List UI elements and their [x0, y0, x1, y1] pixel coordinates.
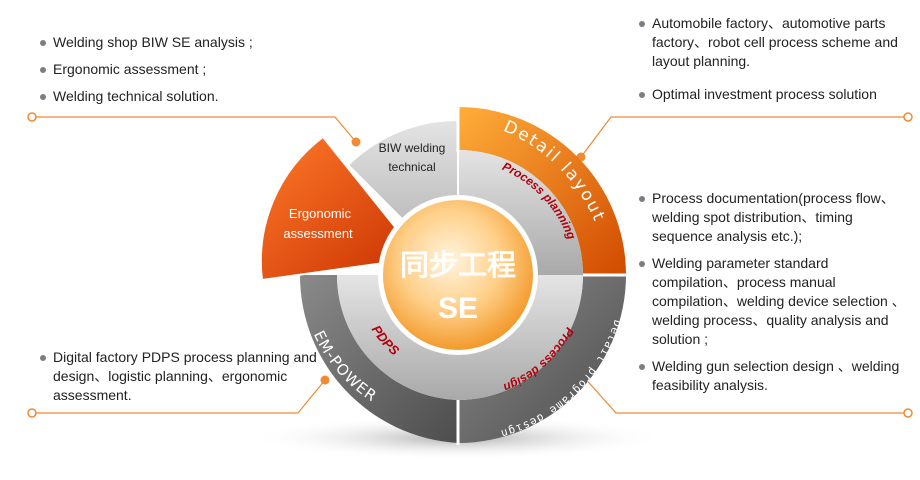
note-item: Automobile factory、automotive parts fact… [637, 14, 907, 71]
note-item: Digital factory PDPS process planning an… [38, 348, 318, 405]
biw-label-line2: technical [388, 160, 435, 174]
connector-lines [32, 116, 908, 414]
note-item: Welding gun selection design 、welding fe… [637, 357, 917, 395]
ergonomic-label-line1: Ergonomic [289, 206, 352, 221]
biw-label-line1: BIW welding [379, 141, 446, 155]
connector-endpoints [27, 112, 913, 418]
note-item: Process documentation(process flow、weldi… [637, 189, 917, 246]
notes-top-left: Welding shop BIW SE analysis ; Ergonomic… [38, 33, 338, 114]
notes-right: Process documentation(process flow、weldi… [637, 189, 917, 403]
center-disc [383, 200, 533, 350]
em-power-ring [299, 275, 458, 443]
segment-separators [456, 105, 628, 445]
notes-top-right: Automobile factory、automotive parts fact… [637, 14, 907, 112]
note-item: Welding parameter standard compilation、p… [637, 254, 917, 349]
ergonomic-segment [259, 135, 422, 282]
center-title: 同步工程 [400, 248, 516, 282]
ergonomic-label-line2: assessment [283, 226, 353, 241]
note-item: Ergonomic assessment ; [38, 60, 338, 79]
notes-bottom-left: Digital factory PDPS process planning an… [38, 348, 318, 413]
detail-programe-ring [458, 275, 626, 443]
center-subtitle: SE [438, 292, 478, 325]
note-item: Optimal investment process solution [637, 85, 907, 104]
detail-layout-ring [458, 107, 626, 275]
note-item: Welding technical solution. [38, 87, 338, 106]
note-item: Welding shop BIW SE analysis ; [38, 33, 338, 52]
